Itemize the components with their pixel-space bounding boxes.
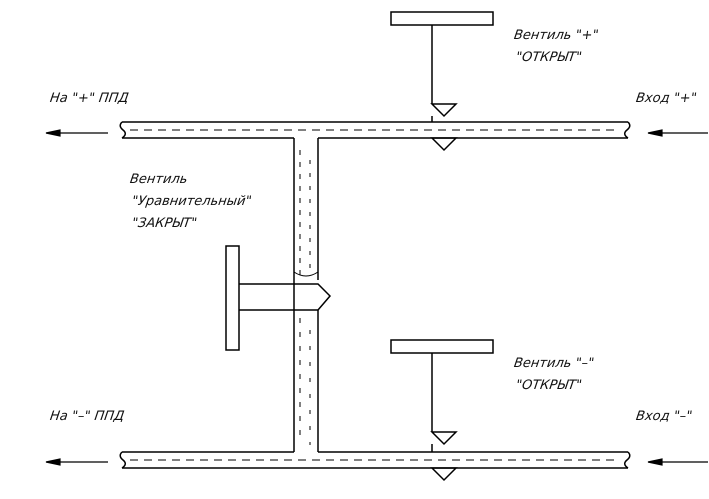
arrow-input-plus <box>647 129 708 137</box>
valve-eq-state-label: "ЗАКРЫТ" <box>130 216 198 231</box>
input-minus-label: Вход "–" <box>634 409 694 424</box>
valve-plus-state-label: "ОТКРЫТ" <box>514 50 583 65</box>
to-plus-ppd-label: На "+" ППД <box>48 91 130 106</box>
input-plus-label: Вход "+" <box>634 91 698 106</box>
equalizing-valve <box>225 245 332 351</box>
valve-eq-name-label: Вентиль <box>128 172 189 187</box>
valve-eq-desc-label: "Уравнительный" <box>130 194 253 209</box>
valve-minus-state-label: "ОТКРЫТ" <box>514 378 583 393</box>
arrow-input-minus <box>647 458 708 466</box>
lower-pipe <box>119 451 631 469</box>
upper-pipe <box>119 121 631 139</box>
equalizing-pipe <box>293 138 319 452</box>
valve-plus-name-label: Вентиль "+" <box>512 28 600 43</box>
to-minus-ppd-label: На "–" ППД <box>48 409 126 424</box>
valve-plus <box>390 11 494 152</box>
arrow-to-plus-ppd <box>45 129 108 137</box>
arrow-to-minus-ppd <box>45 458 108 466</box>
valve-minus-name-label: Вентиль "–" <box>512 356 596 371</box>
valve-minus <box>390 339 494 482</box>
